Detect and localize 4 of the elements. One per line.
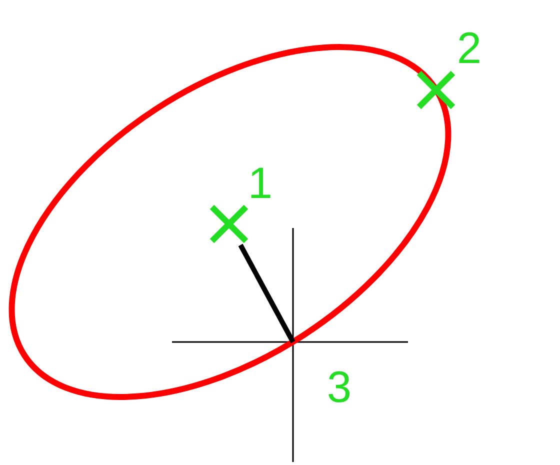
point-number: 1 [248,162,272,206]
point-number: 3 [327,366,352,410]
point-number: 2 [457,27,482,71]
line-segment [238,244,296,344]
